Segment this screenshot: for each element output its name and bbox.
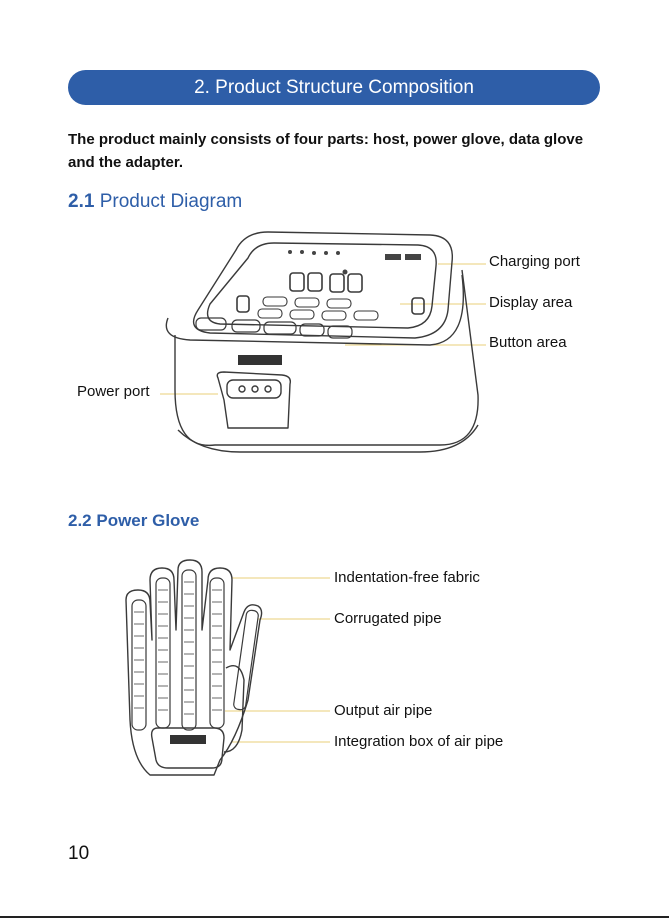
page-bottom-rule — [0, 916, 669, 918]
label-integration-box: Integration box of air pipe — [334, 733, 503, 750]
page-number: 10 — [68, 843, 89, 865]
label-output-air-pipe: Output air pipe — [334, 702, 432, 719]
label-indentation-free-fabric: Indentation-free fabric — [334, 569, 480, 586]
label-corrugated-pipe: Corrugated pipe — [334, 610, 442, 627]
